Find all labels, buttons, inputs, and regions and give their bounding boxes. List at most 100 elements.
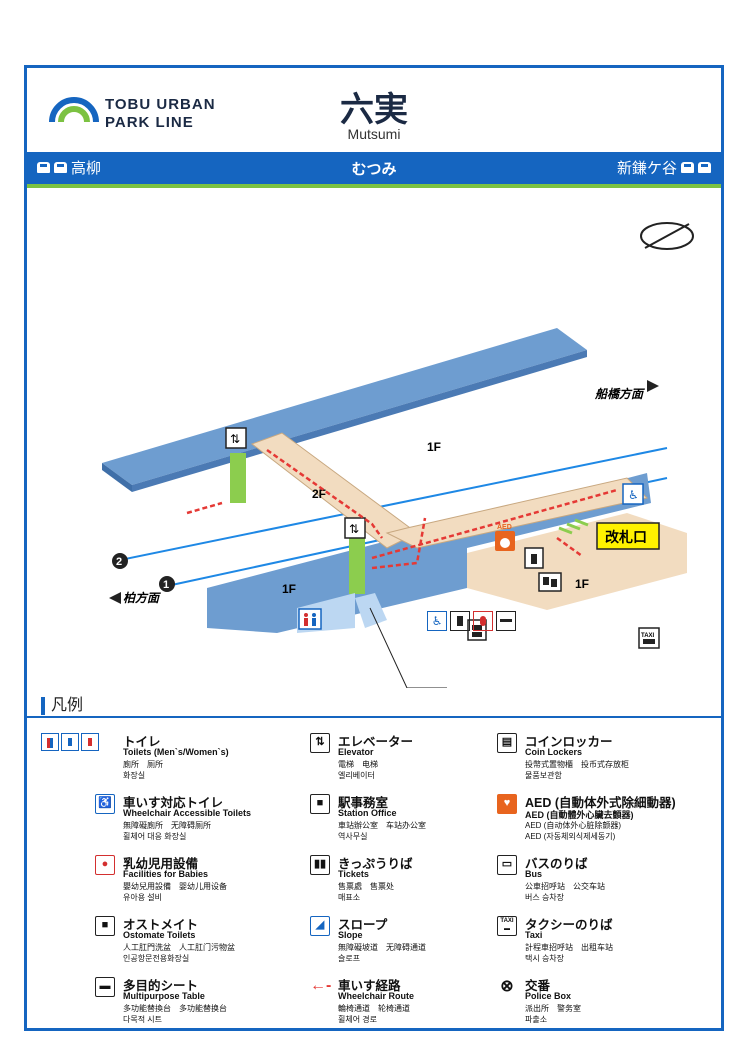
legend-en: Taxi [525,930,543,940]
svg-text:⇅: ⇅ [230,432,240,446]
ostomate-icon [450,611,470,631]
legend-cn: 電梯 电梯 [338,760,378,769]
aed-icon: ♥ [497,794,517,814]
legend-cn: 計程車招呼站 出租车站 [525,943,613,952]
legend-cn: 無障礙坡道 无障碍通道 [338,943,426,952]
legend-ko: 택시 승차장 [525,954,565,963]
legend-cn: 公車招呼站 公交车站 [525,882,605,891]
legend-cn: AED (自动体外心脏除颤器) [525,821,621,830]
elevator-icon: ⇅ [225,427,247,449]
line-bar-accent [27,184,721,188]
svg-text:AED: AED [497,524,512,531]
legend-ko: 화장실 [123,771,146,780]
legend-cn: 派出所 警务室 [525,1004,581,1013]
svg-text:1: 1 [163,579,169,591]
svg-text:2: 2 [116,556,122,568]
next-station: 新鎌ケ谷 [617,157,711,178]
legend-ja: きっぷうりば [338,857,413,871]
legend-cn: 人工肛門洗盆 人工肛门污物盆 [123,943,235,952]
direction-funabashi: 船橋方面 [594,387,645,401]
ticket-gate-label: 改札口 [605,529,647,546]
legend-en: Multipurpose Table [123,991,205,1001]
svg-text:♿: ♿ [628,488,639,502]
overpass-bridge [250,432,418,549]
station-office-icon: ■ [310,794,330,814]
legend-en: Station Office [338,808,397,818]
station-office-icon [524,547,544,569]
legend-ko: 슬로프 [338,954,361,963]
multipurpose-table-icon [496,611,516,631]
elevator-shaft-south [349,538,365,594]
legend-en: Elevator [338,747,374,757]
gate-lanes [558,518,589,535]
legend-ko: 역사무실 [338,832,368,841]
legend-ja: 駅事務室 [338,796,389,810]
track-2-line [124,447,668,560]
legend-ja: 車いす経路 [338,979,401,993]
slope-icon: ◢ [310,916,330,936]
legend-rule [27,716,721,718]
floor-label-1f-concourse: 1F [575,577,589,591]
legend-ja: スロープ [338,918,388,932]
ticket-icon [538,572,562,592]
callout-leader-line [369,607,447,688]
arrow-right-icon [647,380,659,392]
legend-ko: 엘리베이터 [338,771,375,780]
floor-label-2f: 2F [312,487,326,501]
ostomate-icon: ■ [95,916,115,936]
legend-en: Facilities for Babies [123,869,209,879]
taxi-icon: TAXI [638,627,660,649]
baby-icon [473,611,493,631]
legend-ko: 휠체어 대응 화장실 [123,832,187,841]
legend-ko: 매표소 [338,893,361,902]
svg-text:TAXI: TAXI [641,633,655,639]
legend-en: Tickets [338,869,369,879]
legend-cn: 嬰幼兒用設備 婴幼儿用设备 [123,882,227,891]
legend-en: Slope [338,930,363,940]
aed-icon [495,531,515,551]
arrow-left-icon [109,592,121,604]
wheelchair-route-icon: ←- [310,977,331,997]
wheelchair-accessible-icon: ♿ [622,483,644,505]
legend-cn: 無障礙廁所 无障碍厕所 [123,821,211,830]
header: TOBU URBAN PARK LINE 六実 Mutsumi [27,68,721,152]
legend-cn: 多功能替換台 多功能替换台 [123,1004,227,1013]
ticket-gate-box [596,522,660,550]
logo-text-line1: TOBU URBAN [105,96,216,113]
prev-station-name: 高柳 [71,159,102,177]
north-arrow-icon [640,222,694,250]
station-map-frame: TOBU URBAN PARK LINE 六実 Mutsumi 高柳 むつみ 新… [24,65,724,1031]
line-bar: 高柳 むつみ 新鎌ケ谷 [27,152,721,184]
track-2-marker [112,553,128,569]
legend-ko: 유아용 설비 [123,893,163,902]
train-icon [54,162,67,173]
legend-ko: 물품보관함 [525,771,562,780]
floor-label-1f-south: 1F [282,582,296,596]
facility-callout: ♿ [427,611,516,631]
tobu-logo-icon [49,97,99,123]
legend-ko: 인공항문전용화장실 [123,954,190,963]
station-map: 1F 2 1 1F 1F 2F ⇅ ⇅ [102,222,694,688]
train-icon [681,162,694,173]
police-box-icon: ⊗ [497,977,517,997]
floor-label-1f-north: 1F [427,440,441,454]
station-name-roman: Mutsumi [347,126,401,142]
taxi-icon: TAXI▬ [497,916,517,936]
legend-cn: 廁所 厕所 [123,760,163,769]
wheelchair-accessible-icon: ♿ [427,611,447,631]
legend-ko: 휠체어 경로 [338,1015,378,1024]
platform-north [102,328,587,485]
logo-text-line2: PARK LINE [105,114,194,131]
coin-locker-icon: ▤ [497,733,517,753]
legend-ko: 파출소 [525,1015,548,1024]
legend-en: Wheelchair Accessible Toilets [123,808,252,818]
legend-title: 凡例 [41,691,83,715]
legend-ko: 버스 승차장 [525,893,565,902]
elevator-icon: ⇅ [344,517,366,539]
track-1-marker [159,576,175,592]
legend-ja: オストメイト [123,918,199,932]
direction-kashiwa: 柏方面 [123,591,161,605]
wheelchair-route-corridor [371,488,618,560]
legend-en: Police Box [525,991,572,1001]
legend-ja: 多目的シート [123,979,199,993]
